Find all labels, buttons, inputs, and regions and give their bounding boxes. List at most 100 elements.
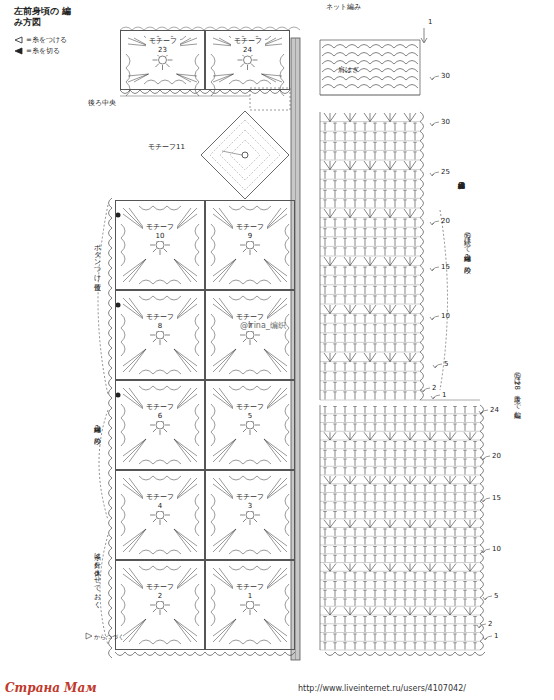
double-crochet xyxy=(325,450,326,457)
motif-arch xyxy=(229,280,243,284)
double-crochet xyxy=(335,267,336,275)
double-crochet xyxy=(385,391,386,399)
double-crochet-top xyxy=(323,406,327,407)
double-crochet-top xyxy=(323,485,327,486)
double-crochet-top xyxy=(383,494,387,495)
turning-chain xyxy=(420,362,424,372)
double-crochet-top xyxy=(403,247,407,248)
turning-chain xyxy=(480,466,484,475)
double-crochet xyxy=(365,228,366,236)
double-crochet-top xyxy=(473,537,477,538)
motif-spoke xyxy=(240,245,245,246)
double-crochet xyxy=(455,529,456,536)
double-crochet-top xyxy=(363,590,367,591)
double-crochet xyxy=(425,590,426,597)
turning-chain xyxy=(480,580,484,589)
fan-stitch xyxy=(430,432,436,440)
double-crochet xyxy=(325,467,326,474)
chain-arch xyxy=(382,69,394,73)
double-crochet xyxy=(385,546,386,553)
double-crochet-top xyxy=(433,634,437,635)
motif-arch xyxy=(121,342,125,356)
double-crochet xyxy=(375,171,376,179)
double-crochet xyxy=(475,634,476,641)
motif-arch xyxy=(229,206,243,210)
double-crochet-top xyxy=(363,424,367,425)
fan-stitch xyxy=(404,161,410,170)
motif-spoke xyxy=(247,65,248,70)
double-crochet xyxy=(335,555,336,562)
double-crochet xyxy=(335,467,336,474)
double-crochet xyxy=(405,372,406,380)
double-crochet xyxy=(445,467,446,474)
fan-stitch xyxy=(444,476,450,484)
double-crochet-top xyxy=(413,616,417,617)
double-crochet xyxy=(395,286,396,294)
double-crochet xyxy=(415,286,416,294)
double-crochet xyxy=(355,315,356,323)
double-crochet xyxy=(325,555,326,562)
double-crochet xyxy=(405,324,406,332)
double-crochet-top xyxy=(363,581,367,582)
double-crochet-top xyxy=(393,267,397,268)
double-crochet xyxy=(365,590,366,597)
double-crochet-top xyxy=(383,286,387,287)
double-crochet xyxy=(455,572,456,579)
motif-spoke xyxy=(164,339,168,343)
fan-stitch xyxy=(370,520,371,528)
double-crochet-top xyxy=(323,599,327,600)
double-crochet-top xyxy=(383,642,387,643)
double-crochet-top xyxy=(363,529,367,530)
double-crochet xyxy=(335,343,336,351)
edge-scallop xyxy=(395,652,405,656)
double-crochet xyxy=(365,555,366,562)
motif-fan xyxy=(213,259,236,276)
motif-fan xyxy=(219,439,236,462)
fan-stitch xyxy=(330,564,331,572)
fan-stitch xyxy=(450,607,456,615)
double-crochet xyxy=(335,599,336,606)
motif-arch xyxy=(121,432,125,446)
block-edge xyxy=(420,40,421,95)
motif-arch xyxy=(211,238,215,252)
double-crochet xyxy=(425,634,426,641)
double-crochet-top xyxy=(363,363,367,364)
double-crochet-top xyxy=(413,123,417,124)
double-crochet xyxy=(405,450,406,457)
double-crochet-top xyxy=(363,238,367,239)
motif-spoke xyxy=(160,520,161,525)
double-crochet xyxy=(435,599,436,606)
chain-arch xyxy=(334,45,346,49)
double-crochet xyxy=(345,537,346,544)
double-crochet-top xyxy=(453,424,457,425)
double-crochet xyxy=(475,415,476,422)
motif-arch xyxy=(153,460,167,464)
chain-row xyxy=(320,256,420,257)
double-crochet xyxy=(335,132,336,140)
double-crochet xyxy=(365,642,366,649)
fan-stitch xyxy=(330,257,336,266)
double-crochet-top xyxy=(373,372,377,373)
turning-chain xyxy=(480,615,484,624)
double-crochet-top xyxy=(343,494,347,495)
double-crochet-top xyxy=(443,415,447,416)
double-crochet-top xyxy=(363,459,367,460)
double-crochet xyxy=(455,424,456,431)
fan-stitch xyxy=(410,161,411,170)
double-crochet xyxy=(455,581,456,588)
motif-spoke xyxy=(255,335,260,336)
double-crochet xyxy=(435,625,436,632)
fan-stitch xyxy=(324,564,330,572)
double-crochet xyxy=(335,315,336,323)
double-crochet-top xyxy=(393,546,397,547)
fan-stitch xyxy=(470,432,471,440)
double-crochet-top xyxy=(383,485,387,486)
turning-chain xyxy=(480,484,484,493)
double-crochet-top xyxy=(453,502,457,503)
double-crochet-top xyxy=(353,502,357,503)
fan-stitch xyxy=(384,113,390,122)
double-crochet xyxy=(355,382,356,390)
double-crochet xyxy=(405,276,406,284)
double-crochet-top xyxy=(433,555,437,556)
